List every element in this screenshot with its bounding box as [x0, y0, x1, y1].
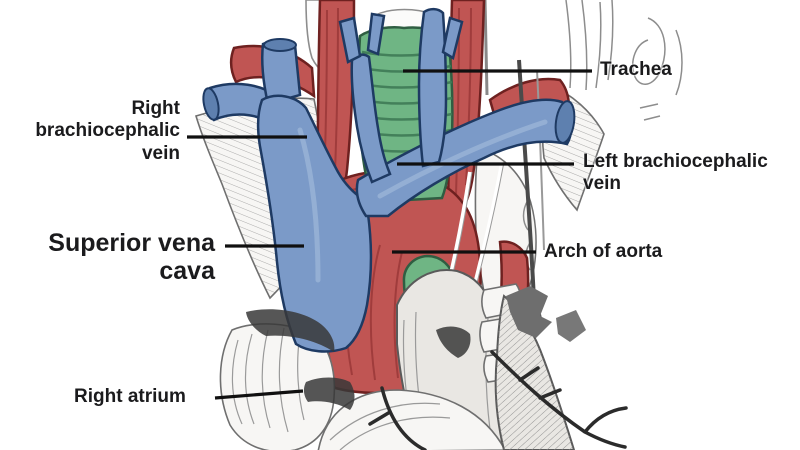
label-right-atrium: Right atrium — [74, 386, 186, 407]
label-right-brachiocephalic-vein: Right brachiocephalic vein — [35, 98, 180, 164]
label-trachea: Trachea — [600, 59, 672, 80]
label-superior-vena-cava: Superior vena cava — [48, 229, 215, 285]
vagus-nerve-sketch — [483, 0, 489, 96]
leader-lines-group — [187, 69, 592, 400]
veins-group — [202, 7, 576, 353]
label-left-brachiocephalic-vein: Left brachiocephalic vein — [583, 151, 768, 195]
rib-sketch — [632, 17, 683, 121]
left-brachiocephalic-vein-shape — [355, 98, 573, 218]
left-auricle-sketch — [506, 286, 552, 338]
label-arch-of-aorta: Arch of aorta — [544, 241, 663, 262]
leader-line-right-atrium — [214, 389, 304, 400]
ventricles-shape — [317, 389, 506, 450]
thoracic-duct-sketch — [517, 59, 536, 301]
inferior-thyroid-veins — [350, 53, 392, 184]
heart-sketch — [219, 286, 628, 450]
coronary-vessels-sketch — [368, 350, 628, 450]
shadow-blobs — [246, 309, 471, 410]
